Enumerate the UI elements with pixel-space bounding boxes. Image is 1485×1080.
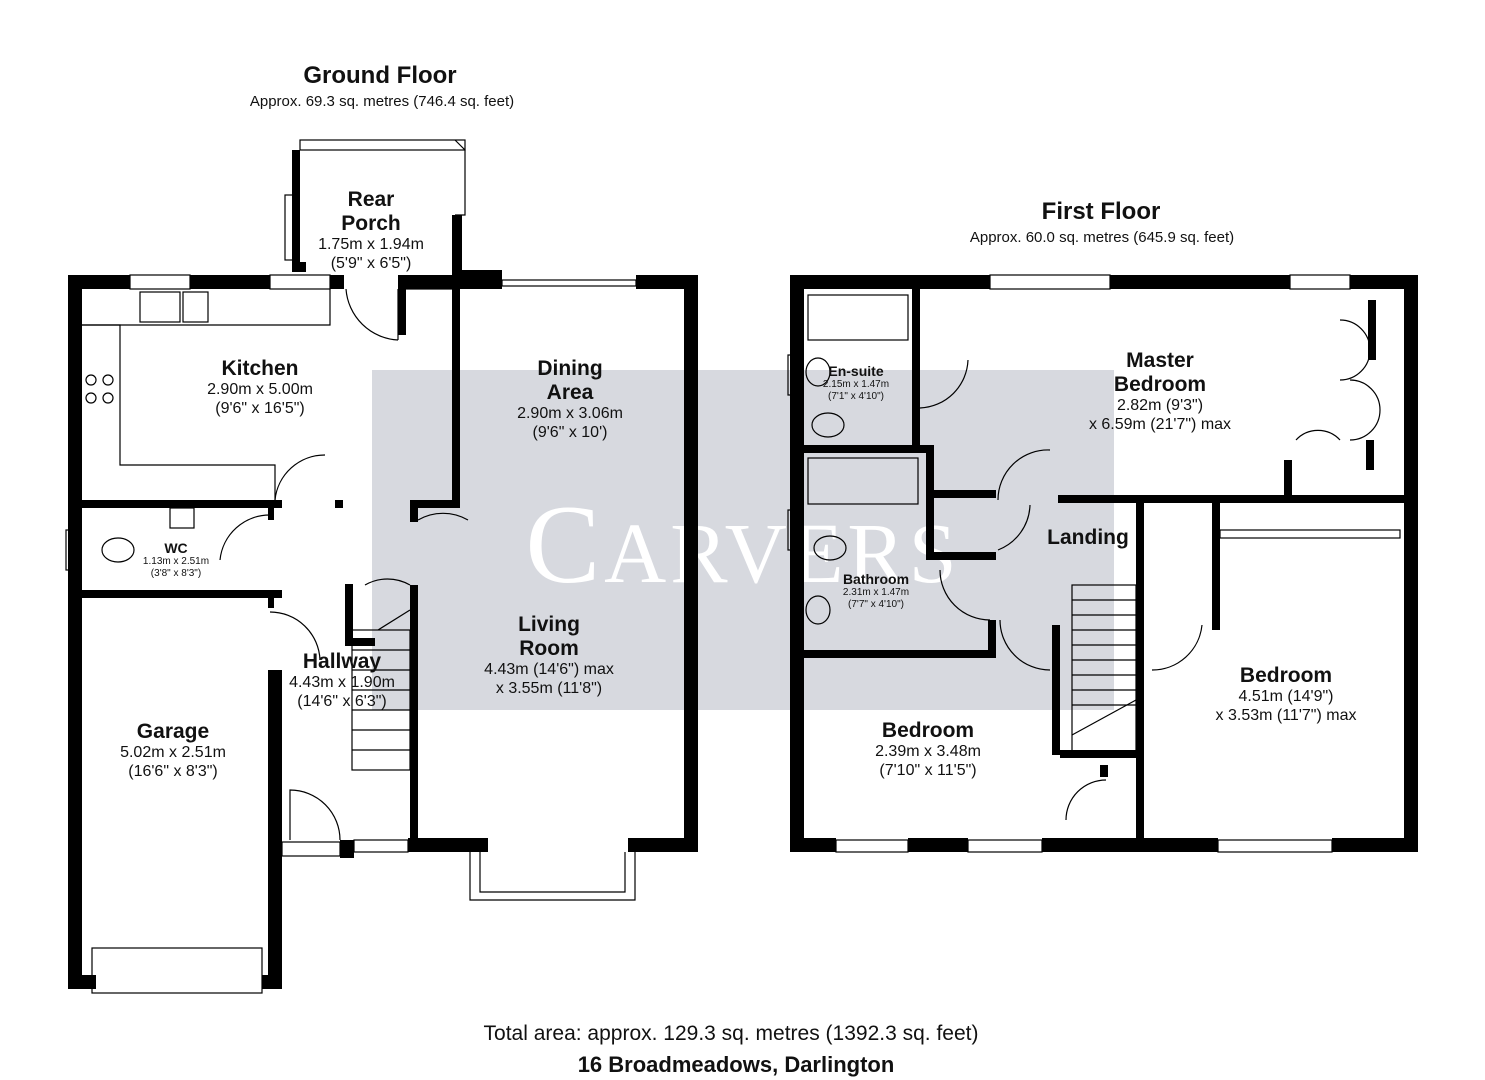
room-name: WC [164,540,188,556]
room-name: Dining [537,357,603,380]
room-bedroom-front: Bedroom 2.39m x 3.48m (7'10" x 11'5") [875,719,981,780]
room-dining-area: Dining Area 2.90m x 3.06m (9'6" x 10') [517,357,623,442]
room-bedroom-side: Bedroom 4.51m (14'9") x 3.53m (11'7") ma… [1216,664,1357,725]
room-dimensions-metric: 4.43m x 1.90m [289,674,395,692]
room-landing: Landing [1047,526,1129,550]
room-master-bedroom: Master Bedroom 2.82m (9'3") x 6.59m (21'… [1089,349,1231,434]
first-floor-area: Approx. 60.0 sq. metres (645.9 sq. feet) [969,229,1235,246]
room-hallway: Hallway 4.43m x 1.90m (14'6" x 6'3") [289,650,395,711]
room-wc: WC 1.13m x 2.51m (3'8" x 8'3") [143,540,209,579]
room-dimensions-metric: 2.90m x 5.00m [207,381,313,399]
room-name: Kitchen [221,357,299,380]
room-name: En-suite [828,363,884,379]
room-bathroom: Bathroom 2.31m x 1.47m (7'7" x 4'10") [843,571,909,610]
room-name: Bedroom [1239,664,1333,687]
room-dimensions-imperial: (7'10" x 11'5") [879,761,977,779]
room-name: Master [1126,349,1194,372]
room-garage: Garage 5.02m x 2.51m (16'6" x 8'3") [120,720,226,781]
room-dimensions-imperial: (14'6" x 6'3") [297,692,387,710]
room-dimensions-imperial: x 3.55m (11'8") [495,679,603,697]
room-name: Garage [136,720,210,743]
room-name: Bedroom [881,719,975,742]
room-name: Bedroom [1113,373,1207,397]
room-dimensions-imperial: (3'8" x 8'3") [150,567,202,579]
room-rear-porch: Rear Porch 1.75m x 1.94m (5'9" x 6'5") [318,188,424,273]
room-living-room: Living Room 4.43m (14'6") max x 3.55m (1… [484,613,614,698]
room-dimensions-imperial: (7'1" x 4'10") [828,390,884,402]
room-name: Area [546,381,594,405]
room-name: Porch [341,212,401,236]
room-dimensions-metric: 4.51m (14'9") [1238,688,1334,706]
room-dimensions-metric: 2.90m x 3.06m [517,405,623,423]
room-dimensions-metric: 2.15m x 1.47m [822,379,890,391]
ground-floor-title: Ground Floor [303,62,457,89]
room-dimensions-imperial: (16'6" x 8'3") [128,762,218,780]
room-dimensions-imperial: (7'7" x 4'10") [848,598,904,610]
property-address: 16 Broadmeadows, Darlington [577,1052,895,1077]
room-name: Hallway [302,650,382,673]
ground-floor-walls [68,150,698,989]
room-en-suite: En-suite 2.15m x 1.47m (7'1" x 4'10") [823,363,889,402]
room-name: Rear [347,188,395,211]
room-dimensions-imperial: x 3.53m (11'7") max [1215,706,1357,724]
first-floor-fixtures [787,274,1401,853]
room-dimensions-imperial: (5'9" x 6'5") [330,254,412,272]
room-dimensions-metric: 1.13m x 2.51m [142,556,210,568]
room-name: Bathroom [842,571,910,587]
first-floor-walls [790,275,1418,852]
room-name: Landing [1047,526,1129,549]
first-floor-title: First Floor [1041,198,1161,225]
room-dimensions-metric: 5.02m x 2.51m [120,744,226,762]
room-dimensions-metric: 2.82m (9'3") [1116,397,1204,415]
room-dimensions-metric: 4.43m (14'6") max [484,661,614,679]
room-dimensions-metric: 1.75m x 1.94m [318,236,424,254]
ground-floor-fixtures [65,139,637,994]
ground-floor-area: Approx. 69.3 sq. metres (746.4 sq. feet) [249,93,515,110]
room-dimensions-imperial: (9'6" x 10') [532,423,608,441]
room-dimensions-imperial: x 6.59m (21'7") max [1088,415,1232,433]
room-dimensions-metric: 2.31m x 1.47m [842,587,910,599]
room-name: Living [518,613,580,636]
room-dimensions-imperial: (9'6" x 16'5") [215,399,305,417]
room-name: Room [519,637,579,661]
room-kitchen: Kitchen 2.90m x 5.00m (9'6" x 16'5") [207,357,313,418]
room-dimensions-metric: 2.39m x 3.48m [875,743,981,761]
total-area: Total area: approx. 129.3 sq. metres (13… [483,1022,979,1045]
